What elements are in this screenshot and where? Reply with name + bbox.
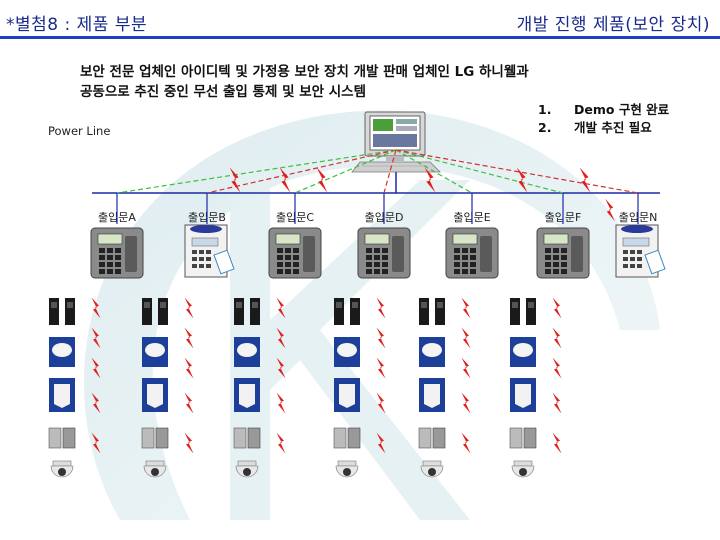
lightning-bolt-icon: [184, 392, 194, 414]
dome-camera-icon: [335, 460, 359, 478]
motion-sensor-icon: [234, 378, 260, 412]
motion-sensor-icon: [142, 378, 168, 412]
page-title-right: 개발 진행 제품(보안 장치): [516, 15, 710, 35]
wireless-link-line: [294, 149, 397, 194]
motion-sensor-icon: [419, 378, 445, 412]
keypad-reader-icon: [357, 227, 411, 279]
card-reader-icon: [615, 224, 666, 278]
status-number: 2.: [538, 120, 552, 135]
smoke-detector-icon: [334, 337, 360, 367]
lightning-bolt-icon: [91, 297, 101, 319]
lightning-bolt-icon: [552, 297, 562, 319]
lightning-bolt-icon: [276, 327, 286, 349]
lightning-bolt-icon: [461, 357, 471, 379]
lightning-bolt-icon: [461, 432, 471, 454]
door-switch-icon: [233, 427, 261, 449]
wireless-link-line: [395, 149, 639, 194]
motion-sensor-icon: [49, 378, 75, 412]
lightning-bolt-icon: [91, 327, 101, 349]
lightning-bolt-icon: [276, 432, 286, 454]
beam-sensor-icon: [334, 298, 360, 325]
lightning-bolt-icon: [516, 167, 528, 193]
description-line-2: 공동으로 추진 중인 무선 출입 통제 및 보안 시스템: [80, 84, 366, 100]
door-switch-icon: [509, 427, 537, 449]
header-divider: [0, 36, 720, 39]
computer-icon: [351, 111, 441, 173]
lightning-bolt-icon: [91, 357, 101, 379]
smoke-detector-icon: [234, 337, 260, 367]
lightning-bolt-icon: [91, 432, 101, 454]
door-switch-icon: [48, 427, 76, 449]
lightning-bolt-icon: [552, 432, 562, 454]
lightning-bolt-icon: [552, 357, 562, 379]
lightning-bolt-icon: [376, 392, 386, 414]
wireless-link-line: [116, 149, 397, 194]
motion-sensor-icon: [510, 378, 536, 412]
status-item: 1. Demo 구현 완료: [538, 101, 669, 119]
lightning-bolt-icon: [276, 392, 286, 414]
motion-sensor-icon: [334, 378, 360, 412]
status-text: Demo 구현 완료: [574, 102, 670, 117]
status-list: 1. Demo 구현 완료 2. 개발 추진 필요: [538, 101, 669, 137]
dome-camera-icon: [420, 460, 444, 478]
lightning-bolt-icon: [276, 297, 286, 319]
beam-sensor-icon: [510, 298, 536, 325]
smoke-detector-icon: [419, 337, 445, 367]
lightning-bolt-icon: [605, 198, 615, 222]
status-number: 1.: [538, 102, 552, 117]
smoke-detector-icon: [142, 337, 168, 367]
lightning-bolt-icon: [91, 392, 101, 414]
lightning-bolt-icon: [376, 327, 386, 349]
lightning-bolt-icon: [552, 327, 562, 349]
door-switch-icon: [141, 427, 169, 449]
power-line-label: Power Line: [48, 124, 111, 138]
wireless-link-line: [395, 149, 473, 194]
keypad-reader-icon: [268, 227, 322, 279]
lightning-bolt-icon: [279, 167, 291, 193]
lightning-bolt-icon: [461, 297, 471, 319]
card-reader-icon: [184, 224, 235, 278]
description: 보안 전문 업체인 아이디텍 및 가정용 보안 장치 개발 판매 업체인 LG …: [80, 62, 529, 102]
lightning-bolt-icon: [376, 297, 386, 319]
keypad-reader-icon: [536, 227, 590, 279]
lightning-bolt-icon: [461, 392, 471, 414]
lightning-bolt-icon: [579, 167, 591, 193]
lightning-bolt-icon: [184, 432, 194, 454]
beam-sensor-icon: [49, 298, 75, 325]
door-switch-icon: [418, 427, 446, 449]
lightning-bolt-icon: [461, 327, 471, 349]
keypad-reader-icon: [445, 227, 499, 279]
door-switch-icon: [333, 427, 361, 449]
page-title-left: *별첨8 : 제품 부분: [6, 15, 148, 35]
lightning-bolt-icon: [424, 167, 436, 193]
lightning-bolt-icon: [184, 327, 194, 349]
smoke-detector-icon: [49, 337, 75, 367]
lightning-bolt-icon: [229, 167, 241, 193]
keypad-reader-icon: [90, 227, 144, 279]
lightning-bolt-icon: [184, 357, 194, 379]
status-item: 2. 개발 추진 필요: [538, 119, 669, 137]
wireless-link-line: [206, 149, 397, 194]
lightning-bolt-icon: [316, 167, 328, 193]
smoke-detector-icon: [510, 337, 536, 367]
dome-camera-icon: [235, 460, 259, 478]
lightning-bolt-icon: [276, 357, 286, 379]
lightning-bolt-icon: [376, 432, 386, 454]
lightning-bolt-icon: [552, 392, 562, 414]
dome-camera-icon: [143, 460, 167, 478]
lightning-bolt-icon: [376, 357, 386, 379]
dome-camera-icon: [511, 460, 535, 478]
beam-sensor-icon: [234, 298, 260, 325]
description-line-1: 보안 전문 업체인 아이디텍 및 가정용 보안 장치 개발 판매 업체인 LG …: [80, 64, 529, 80]
wireless-link-line: [395, 149, 564, 194]
beam-sensor-icon: [419, 298, 445, 325]
beam-sensor-icon: [142, 298, 168, 325]
lightning-bolt-icon: [184, 297, 194, 319]
status-text: 개발 추진 필요: [574, 120, 652, 135]
dome-camera-icon: [50, 460, 74, 478]
